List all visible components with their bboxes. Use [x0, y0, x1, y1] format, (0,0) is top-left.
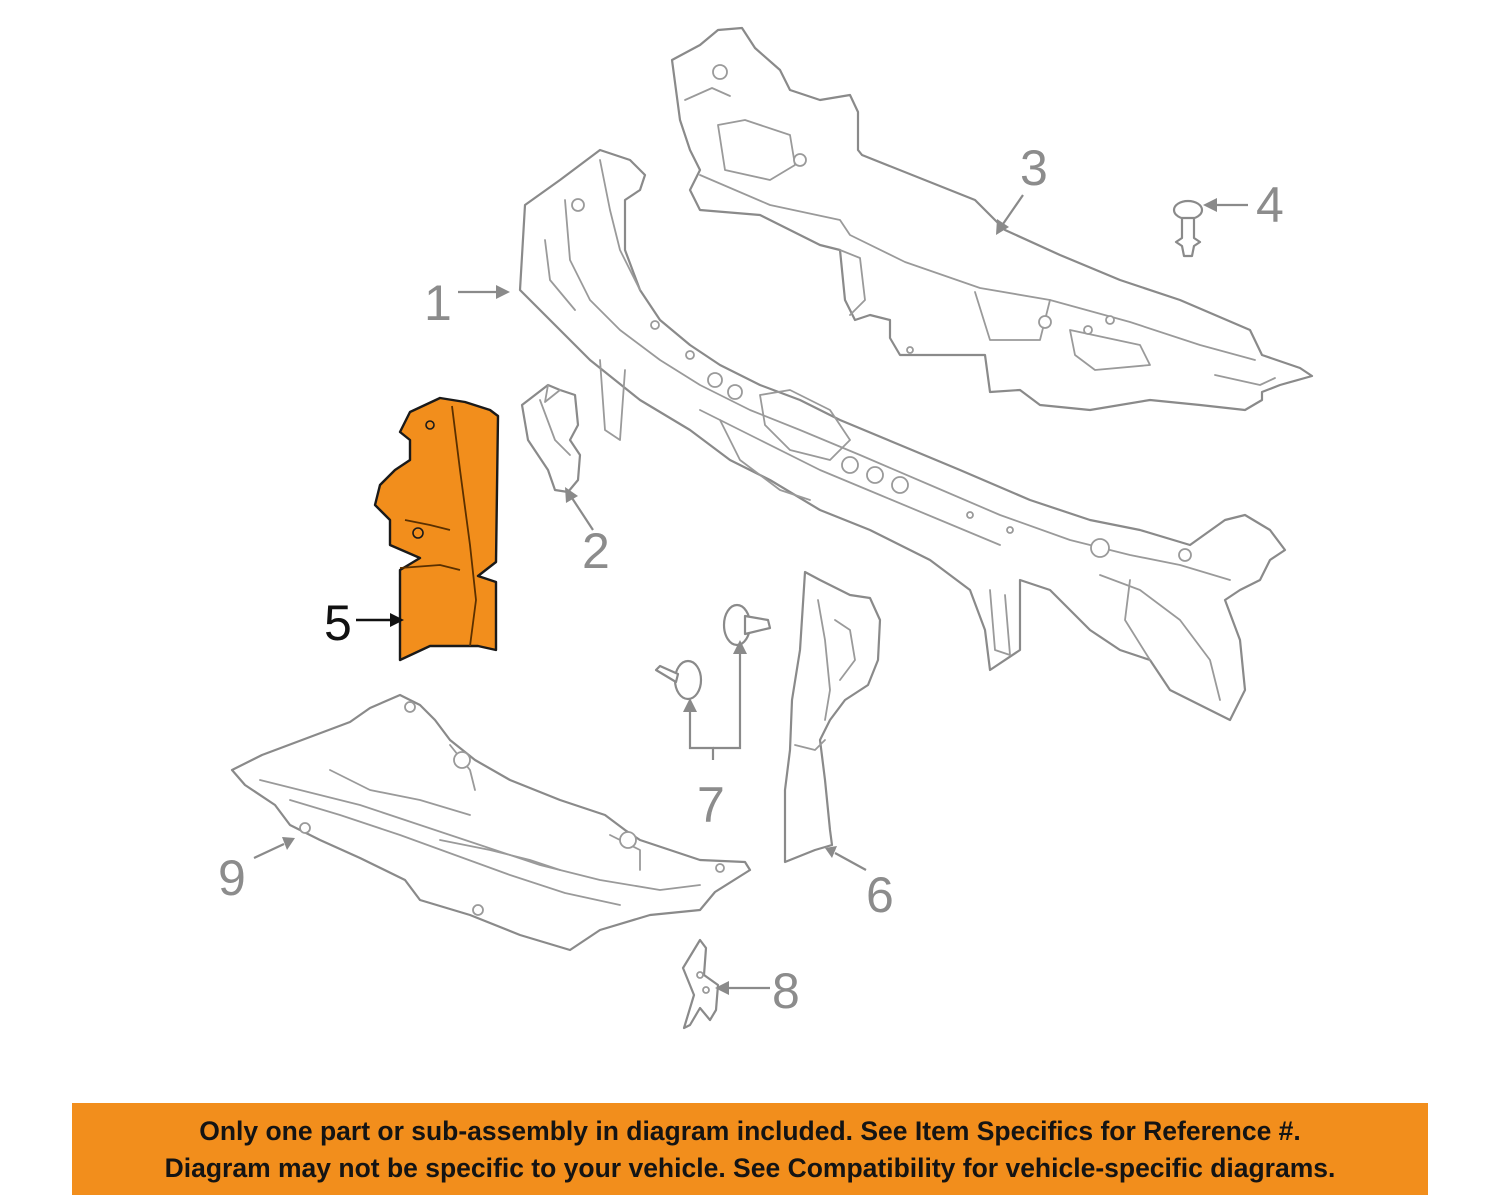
part-2-bracket — [520, 383, 582, 494]
callout-1: 1 — [424, 275, 452, 331]
callout-4: 4 — [1256, 177, 1284, 233]
callout-2: 2 — [582, 523, 610, 579]
callout-7: 7 — [697, 777, 725, 833]
part-1-radiator-support — [518, 148, 1287, 722]
leader-lines — [253, 194, 1248, 995]
part-4-push-clip — [1172, 199, 1204, 258]
callout-5: 5 — [324, 595, 352, 651]
part-8-clip — [681, 938, 720, 1030]
callout-8: 8 — [772, 963, 800, 1019]
part-9-splash-shield — [230, 693, 752, 952]
part-6-side-deflector — [783, 570, 882, 864]
notice-line-2: Diagram may not be specific to your vehi… — [164, 1153, 1336, 1183]
callout-6: 6 — [866, 867, 894, 923]
notice-banner: Only one part or sub-assembly in diagram… — [72, 1103, 1428, 1195]
part-5-air-deflector-highlighted — [373, 396, 500, 662]
part-3-radiator-cover — [670, 26, 1314, 412]
part-7-screws — [654, 603, 772, 701]
callout-3: 3 — [1020, 140, 1048, 196]
parts-diagram: 1 2 3 4 5 6 7 8 9 — [218, 26, 1314, 1030]
notice-line-1: Only one part or sub-assembly in diagram… — [199, 1116, 1301, 1146]
callout-9: 9 — [218, 850, 246, 906]
